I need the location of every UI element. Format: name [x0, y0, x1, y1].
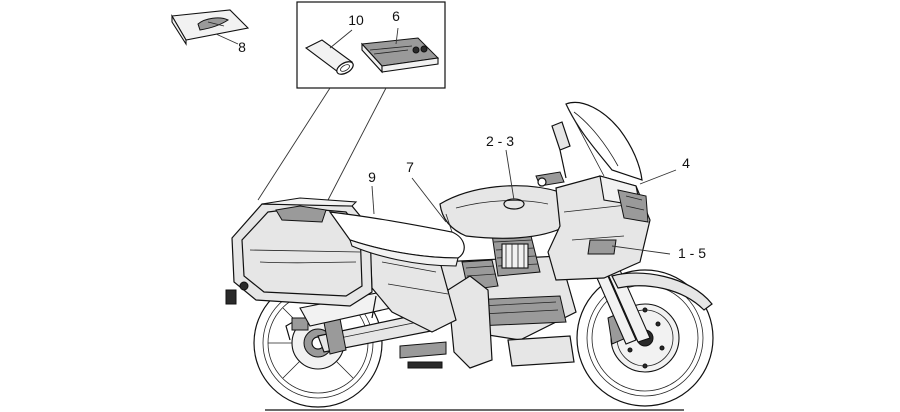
part-manual	[360, 27, 440, 74]
callout-8: 8	[238, 39, 246, 55]
front-fairing	[547, 175, 651, 281]
pannier-case	[225, 197, 373, 307]
callout-10: 10	[348, 12, 364, 28]
callout-6: 6	[392, 8, 400, 24]
part-roll	[304, 29, 354, 75]
callout-1-5: 1 - 5	[678, 245, 706, 261]
part-cover-pouch	[171, 9, 250, 46]
callout-7: 7	[406, 159, 414, 175]
windscreen	[565, 101, 643, 181]
inset-box	[296, 1, 446, 89]
leader-lines	[371, 149, 677, 255]
callout-9: 9	[368, 169, 376, 185]
callout-2-3: 2 - 3	[486, 133, 514, 149]
seat	[328, 211, 465, 267]
fuel-tank	[439, 185, 567, 239]
engine	[399, 231, 577, 369]
callout-4: 4	[682, 155, 690, 171]
mirror-handlebar	[535, 121, 571, 187]
